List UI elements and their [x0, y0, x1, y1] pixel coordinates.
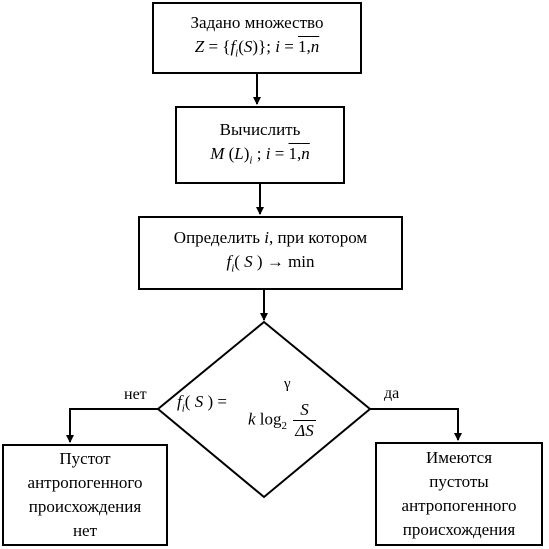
decision-gamma: γ [284, 376, 291, 392]
no-line-2: антропогенного [27, 473, 143, 492]
determine-title: Определить i, при котором [173, 227, 368, 247]
arrow-no-branch [66, 408, 158, 443]
decision-diamond [156, 320, 372, 499]
no-voids-box: Пустот антропогенного происхождения нет [2, 444, 168, 546]
determine-formula: fi( S ) → min [226, 251, 315, 275]
yes-line-3: антропогенного [401, 496, 517, 515]
no-line-4: нет [72, 521, 98, 540]
yes-line-1: Имеются [425, 448, 493, 467]
voids-present-box: Имеются пустоты антропогенного происхожд… [375, 442, 543, 546]
given-set-title: Задано множество [190, 12, 324, 32]
arrow-yes-branch [370, 408, 462, 441]
determine-box: Определить i, при котором fi( S ) → min [138, 216, 403, 290]
decision-lhs: fi( S ) = [177, 392, 227, 415]
given-set-box: Задано множество Z = {fi(S)}; i = 1,n [152, 2, 362, 74]
yes-line-2: пустоты [429, 472, 489, 491]
no-line-3: происхождения [28, 497, 142, 516]
no-line-1: Пустот [59, 449, 111, 468]
given-set-formula: Z = {fi(S)}; i = 1,n [194, 36, 320, 60]
branch-label-yes: да [384, 385, 400, 402]
yes-line-4: происхождения [402, 520, 516, 539]
compute-title: Вычислить [219, 119, 301, 139]
compute-box: Вычислить M (L)i ; i = 1,n [175, 106, 345, 184]
compute-formula: M (L)i ; i = 1,n [210, 143, 310, 167]
branch-label-no: нет [124, 386, 147, 403]
